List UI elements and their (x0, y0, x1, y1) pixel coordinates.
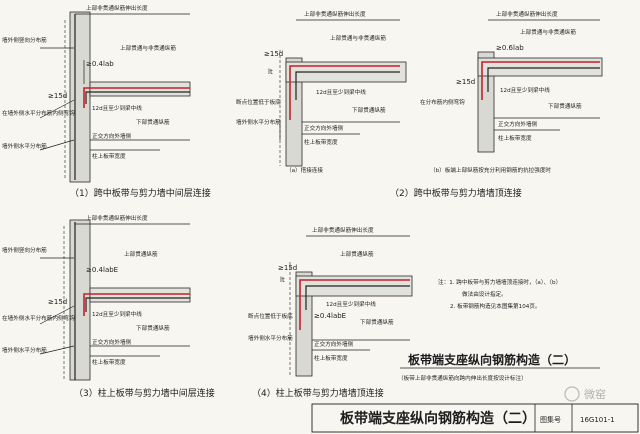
label: 正交方向外墙侧 (498, 120, 538, 128)
label: 12d且至少到梁中线 (326, 300, 376, 308)
figure-caption: （3）柱上板带与剪力墙中间层连接 (74, 387, 215, 399)
section-title: 板带端支座纵向钢筋构造（二） (408, 352, 576, 367)
wechat-icon (564, 386, 580, 402)
label: 断点位置低于板底 (248, 312, 293, 320)
dimension-label: ≥15d (278, 264, 297, 272)
label: 墙外侧水平分布筋 (236, 118, 281, 126)
label: 墙外侧竖向分布筋 (2, 246, 47, 254)
slab-band (89, 81, 191, 97)
note-line: 做法由设计指定。 (462, 290, 507, 298)
label: 柱上板带宽度 (498, 134, 532, 142)
label: 在墙外侧水平分布筋内侧弯钩 (2, 314, 75, 322)
atlas-number: 16G101-1 (580, 416, 615, 424)
title-block: 板带端支座纵向钢筋构造（二） 图集号 16G101-1 (311, 403, 639, 433)
slab-band (477, 57, 603, 77)
label: 正交方向外墙侧 (92, 132, 132, 140)
label: 下部贯通纵筋 (352, 106, 386, 114)
figure-subcaption: （a）搭接连接 (286, 166, 323, 174)
label: 墙外侧水平分布筋 (248, 334, 293, 342)
figure-caption: （2）跨中板带与剪力墙墙顶连接 (390, 187, 522, 199)
label: 柱上板带宽度 (92, 358, 126, 366)
dimension-label: ≥0.4lab (86, 60, 114, 68)
label: 下部贯通纵筋 (360, 318, 394, 326)
label: 上部贯通纵筋 (124, 250, 158, 258)
slab-band (89, 287, 191, 303)
label: 柱上板带宽度 (92, 152, 126, 160)
figure-caption: （1）跨中板带与剪力墙中间层连接 (70, 187, 211, 199)
section-subtitle: （板带上部非贯通纵筋向跨内伸出长度按设计标注） (398, 374, 527, 382)
dimension-label: ≥15d (48, 298, 67, 306)
label: 墙外侧水平分布筋 (2, 346, 47, 354)
label: 上部非贯通纵筋伸出长度 (86, 4, 148, 12)
label: 断点位置低于板底 (236, 98, 281, 106)
label: 上部贯通与非贯通纵筋 (520, 28, 576, 36)
label: 12d且至少到梁中线 (92, 104, 142, 112)
label: 在墙外侧水平分布筋内侧弯钩 (2, 109, 75, 117)
figure-4: 上部非贯通纵筋伸出长度 上部贯通纵筋 ≥15d 12d且至少到梁中线 lt 断点… (248, 226, 413, 399)
figure-caption: （4）柱上板带与剪力墙墙顶连接 (252, 387, 384, 399)
label: 下部贯通纵筋 (548, 102, 582, 110)
label: 正交方向外墙侧 (314, 340, 354, 348)
figure-2a: 上部非贯通纵筋伸出长度 上部贯通与非贯通纵筋 ≥15d 12d且至少到梁中线 l… (236, 10, 407, 174)
dimension-label: lt (280, 276, 285, 284)
title-block-title: 板带端支座纵向钢筋构造（二） (340, 410, 536, 427)
watermark: 微窑 (564, 386, 606, 402)
label: 下部贯通纵筋 (136, 118, 170, 126)
figure-subcaption: （b）板端上部纵筋按充分利用钢筋的抗拉强度时 (430, 166, 551, 174)
label: 柱上板带宽度 (314, 354, 348, 362)
label: 正交方向外墙侧 (92, 338, 132, 346)
label: 上部贯通纵筋 (340, 250, 374, 258)
watermark-text: 微窑 (584, 387, 606, 401)
label: 墙外侧水平分布筋 (2, 142, 47, 150)
notes: 注：1. 跨中板带与剪力墙墙顶连接时，（a）、（b） 做法由设计指定。 2. 板… (438, 278, 561, 310)
label: 上部非贯通纵筋伸出长度 (496, 10, 558, 18)
label: 柱上板带宽度 (304, 138, 338, 146)
label: 上部非贯通纵筋伸出长度 (86, 214, 148, 222)
figure-1: 上部非贯通纵筋伸出长度 墙外侧竖向分布筋 上部贯通与非贯通纵筋 ≥0.4lab … (2, 4, 211, 199)
note-line: 2. 板带钢筋构造见本图集第104页。 (450, 302, 541, 310)
label: 上部贯通与非贯通纵筋 (330, 34, 386, 42)
dimension-label: ≥0.4labE (86, 266, 118, 274)
label: 下部贯通纵筋 (136, 324, 170, 332)
shear-wall (69, 11, 91, 183)
dimension-label: lt (268, 68, 273, 76)
dimension-label: ≥0.6lab (496, 44, 524, 52)
label: 上部非贯通纵筋伸出长度 (312, 226, 374, 234)
label: 上部贯通与非贯通纵筋 (120, 44, 176, 52)
label: 12d且至少到梁中线 (500, 86, 550, 94)
dimension-label: ≥15d (264, 50, 283, 58)
dimension-label: ≥15d (456, 78, 475, 86)
atlas-label: 图集号 (540, 415, 561, 424)
label: 墙外侧竖向分布筋 (2, 36, 47, 44)
label: 上部非贯通纵筋伸出长度 (304, 10, 366, 18)
shear-wall (69, 219, 91, 381)
label: 正交方向外墙侧 (304, 124, 344, 132)
label: 在分布筋内侧弯钩 (420, 98, 465, 106)
figure-2b: 上部非贯通纵筋伸出长度 上部贯通与非贯通纵筋 ≥0.6lab ≥15d 12d且… (420, 10, 603, 174)
figure-3: 上部非贯通纵筋伸出长度 墙外侧竖向分布筋 上部贯通纵筋 ≥0.4labE ≥15… (2, 214, 215, 399)
dimension-label: ≥0.4labE (314, 312, 346, 320)
label: 12d且至少到梁中线 (92, 310, 142, 318)
dimension-label: ≥15d (48, 92, 67, 100)
label: 12d且至少到梁中线 (316, 88, 366, 96)
note-line: 注：1. 跨中板带与剪力墙墙顶连接时，（a）、（b） (438, 278, 561, 286)
